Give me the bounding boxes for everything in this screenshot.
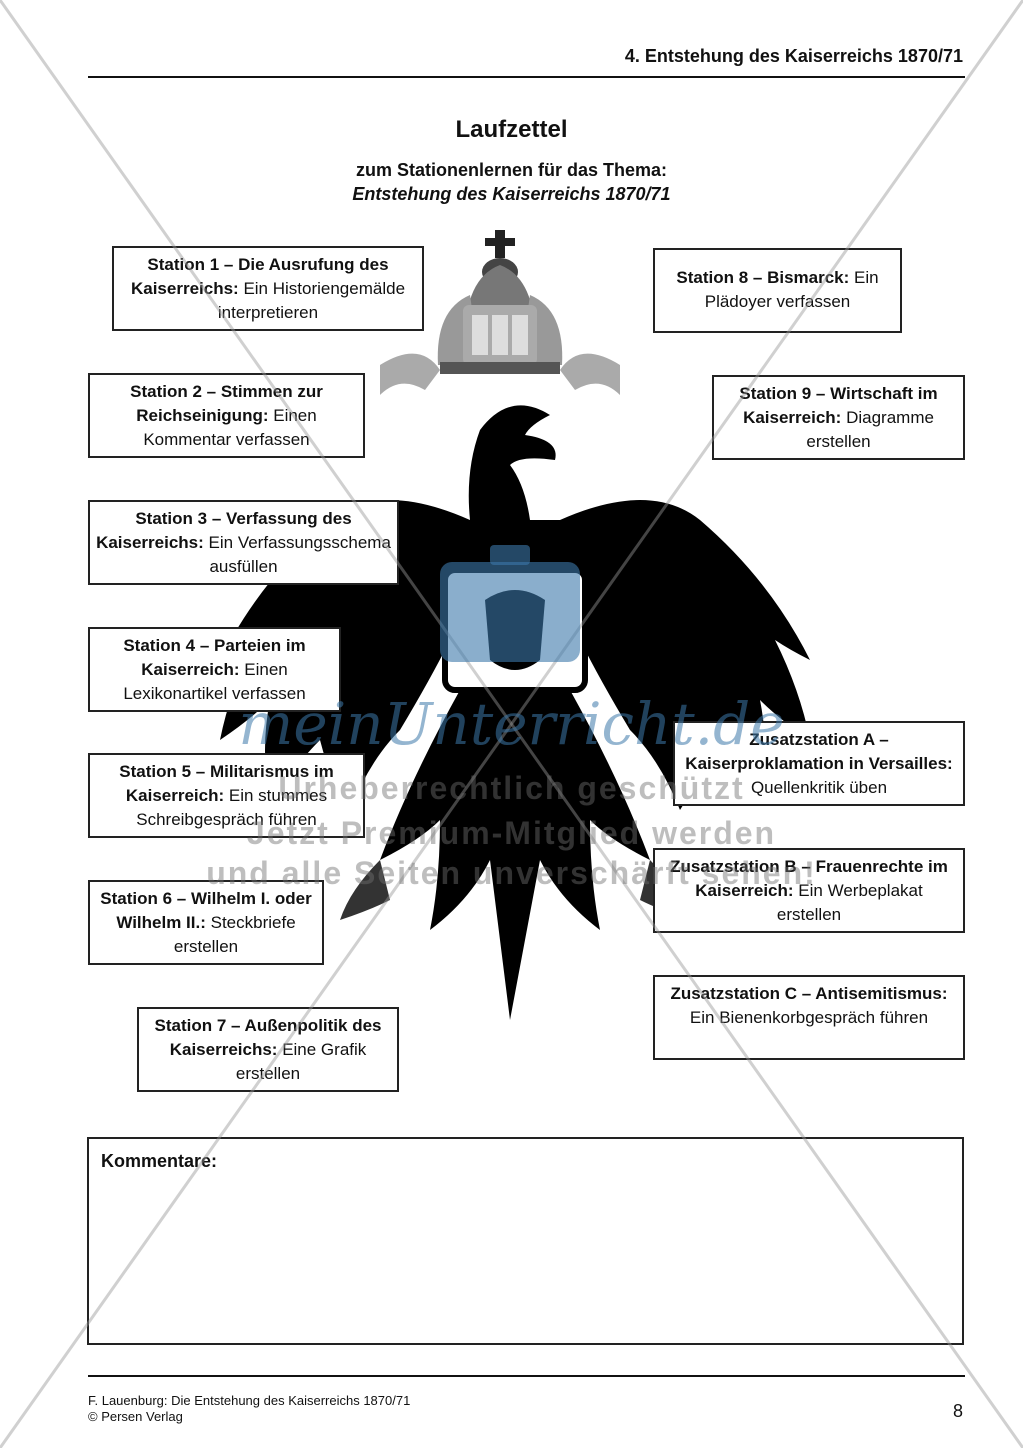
page-header-title: 4. Entstehung des Kaiserreichs 1870/71: [624, 46, 963, 66]
station-3-title: Station 3 – Verfassung des Kaiserreichs:: [96, 509, 352, 552]
station-3-task: Ein Verfassungsschema ausfüllen: [208, 533, 391, 576]
zusatzstation-c-title: Zusatzstation C – Antisemitismus:: [670, 984, 948, 1003]
station-9-title: Station 9 – Wirtschaft im Kaiserreich:: [739, 384, 938, 427]
station-6-box: Station 6 – Wilhelm I. oder Wilhelm II.:…: [88, 880, 324, 965]
station-5-box: Station 5 – Militarismus im Kaiserreich:…: [88, 753, 365, 838]
station-7-title: Station 7 – Außenpolitik des Kaiserreich…: [154, 1016, 382, 1059]
footer-publisher-line: © Persen Verlag: [88, 1409, 183, 1424]
station-3-box: Station 3 – Verfassung des Kaiserreichs:…: [88, 500, 399, 585]
station-4-box: Station 4 – Parteien im Kaiserreich: Ein…: [88, 627, 341, 712]
station-2-task: Einen Kommentar verfassen: [143, 406, 317, 449]
station-2-box: Station 2 – Stimmen zur Reichseinigung: …: [88, 373, 365, 458]
crown-icon: [380, 230, 620, 395]
footer-rule: [88, 1375, 965, 1377]
station-9-box: Station 9 – Wirtschaft im Kaiserreich: D…: [712, 375, 965, 460]
zusatzstation-b-box: Zusatzstation B – Frauenrechte im Kaiser…: [653, 848, 965, 933]
station-4-title: Station 4 – Parteien im Kaiserreich:: [123, 636, 306, 679]
station-8-task: Ein Plädoyer verfassen: [704, 268, 879, 311]
footer-credits: F. Lauenburg: Die Entstehung des Kaiserr…: [88, 1393, 410, 1425]
station-8-title: Station 8 – Bismarck:: [676, 268, 850, 287]
station-6-task: Steckbriefe erstellen: [173, 913, 296, 956]
station-7-box: Station 7 – Außenpolitik des Kaiserreich…: [137, 1007, 399, 1092]
station-9-task: Diagramme erstellen: [806, 408, 934, 451]
zusatzstation-c-task: Ein Bienenkorbgespräch führen: [689, 1008, 929, 1027]
station-1-title: Station 1 – Die Ausrufung des Kaiserreic…: [130, 255, 389, 298]
page-number: 8: [952, 1401, 963, 1421]
zusatzstation-a-title: Zusatzstation A – Kaiserproklamation in …: [685, 730, 953, 773]
comments-box[interactable]: Kommentare:: [87, 1137, 964, 1345]
station-1-box: Station 1 – Die Ausrufung des Kaiserreic…: [112, 246, 424, 331]
station-5-task: Ein stummes Schreibgespräch führen: [136, 786, 328, 829]
subtitle-line-1: zum Stationenlernen für das Thema:: [355, 160, 668, 180]
subtitle-line-2: Entstehung des Kaiserreichs 1870/71: [352, 184, 671, 204]
zusatzstation-a-box: Zusatzstation A – Kaiserproklamation in …: [673, 721, 965, 806]
station-1-task: Ein Historiengemälde interpretieren: [217, 279, 406, 322]
footer-author-line: F. Lauenburg: Die Entstehung des Kaiserr…: [88, 1393, 411, 1408]
header-rule: [88, 76, 965, 78]
station-2-title: Station 2 – Stimmen zur Reichseinigung:: [130, 382, 323, 425]
page-subtitle: zum Stationenlernen für das Thema: Entst…: [0, 158, 1023, 206]
station-8-box: Station 8 – Bismarck: Ein Plädoyer verfa…: [653, 248, 902, 333]
zusatzstation-a-task: Quellenkritik üben: [750, 778, 888, 797]
comments-label: Kommentare:: [101, 1151, 218, 1171]
station-4-task: Einen Lexikonartikel verfassen: [123, 660, 306, 703]
station-7-task: Eine Grafik erstellen: [235, 1040, 367, 1083]
zusatzstation-b-task: Ein Werbeplakat erstellen: [776, 881, 923, 924]
zusatzstation-c-box: Zusatzstation C – Antisemitismus: Ein Bi…: [653, 975, 965, 1060]
station-5-title: Station 5 – Militarismus im Kaiserreich:: [119, 762, 334, 805]
station-6-title: Station 6 – Wilhelm I. oder Wilhelm II.:: [100, 889, 312, 932]
page-title: Laufzettel: [455, 116, 568, 143]
zusatzstation-b-title: Zusatzstation B – Frauenrechte im Kaiser…: [670, 857, 948, 900]
